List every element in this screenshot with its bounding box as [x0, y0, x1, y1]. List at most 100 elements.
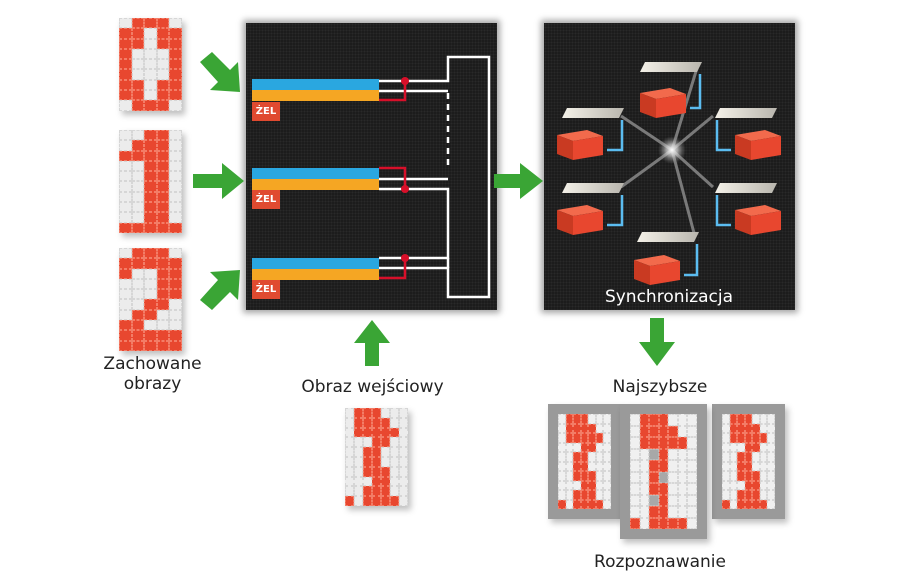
pixel-on [381, 417, 390, 428]
pixel-on [381, 466, 390, 477]
pixel-on [390, 496, 399, 506]
pixel-off [687, 425, 697, 437]
pixel-off [588, 452, 596, 462]
pixel-on [169, 79, 182, 91]
pixel-off [767, 423, 775, 433]
pixel-on [744, 471, 752, 481]
pixel-off [131, 160, 145, 172]
pixel-on [588, 423, 596, 433]
pixel-on [131, 340, 145, 351]
pixel-off [603, 461, 611, 471]
pixel-on [169, 222, 182, 233]
pixel-off [131, 278, 145, 290]
pixel-on [156, 100, 170, 111]
feedback-nodes [401, 77, 409, 262]
pixel-on [759, 499, 767, 509]
pixel-off [677, 494, 687, 506]
pixel-off [603, 499, 611, 509]
pixel-on [156, 140, 170, 151]
input-image-text: Obraz wejściowy [301, 377, 444, 397]
gel-badge-3: ŻEL [252, 280, 280, 299]
sync-connector-arrow [690, 74, 702, 110]
pixel-off [565, 452, 573, 462]
pixel-on [156, 212, 170, 223]
pixel-on [363, 456, 372, 467]
pixel-on [169, 69, 182, 80]
sync-plate [640, 62, 702, 72]
pixel-off [722, 414, 730, 424]
pixel-on [649, 460, 659, 472]
sync-plate [715, 183, 777, 193]
sync-connector-arrow [715, 195, 731, 227]
pixel-on [737, 490, 745, 500]
pixel-off [630, 448, 640, 460]
pixel-off [345, 437, 354, 448]
pixel-off [119, 140, 132, 151]
pixel-off [639, 471, 649, 483]
pixel-on [363, 466, 372, 477]
pixel-off [603, 452, 611, 462]
pixel-off [687, 506, 697, 518]
pixel-on [649, 483, 659, 495]
pixel-on [372, 437, 381, 448]
pixel-off [737, 442, 745, 452]
pixel-on [119, 268, 132, 279]
pixel-on [658, 448, 668, 460]
pixel-off [588, 414, 596, 424]
pixel-off [722, 442, 730, 452]
pixel-on [156, 191, 170, 203]
sync-label: Synchronizacja [605, 287, 733, 307]
pixel-off [752, 414, 760, 424]
stored-images-text: Zachowane obrazy [103, 354, 202, 394]
pixel-off [131, 48, 145, 60]
pixel-on [668, 425, 678, 437]
pixel-on [119, 79, 132, 91]
recognition-result-left [548, 404, 621, 519]
pixel-off [565, 442, 573, 452]
pixel-off [759, 490, 767, 500]
pixel-on [737, 471, 745, 481]
pixel-on [156, 18, 170, 29]
recognition-result-right [712, 404, 785, 519]
pixel-on [639, 437, 649, 449]
pixel-on [580, 471, 588, 481]
pixel-on [649, 517, 659, 529]
sync-block [640, 88, 686, 118]
coupling-wires [379, 55, 491, 299]
pixel-off [677, 471, 687, 483]
pixel-off [639, 506, 649, 518]
pixel-on [156, 289, 170, 300]
sync-node [715, 183, 781, 235]
pixel-off [687, 414, 697, 426]
pixel-on [156, 171, 170, 182]
pixel-on [630, 517, 640, 529]
pixel-off [119, 100, 132, 111]
pixel-off [558, 452, 566, 462]
sync-node [557, 108, 624, 160]
pixel-on [119, 28, 132, 39]
pixel-off [722, 471, 730, 481]
pixel-on [144, 18, 157, 29]
recognition-text: Rozpoznawanie [594, 552, 726, 572]
pixel-off [767, 461, 775, 471]
pixel-on [169, 59, 182, 70]
sync-nodes [557, 62, 781, 285]
pixel-off [668, 448, 678, 460]
pixel-off [144, 90, 157, 101]
pixel-off [558, 490, 566, 500]
pixel-off [144, 289, 157, 300]
pixel-on [144, 100, 157, 111]
pixel-on [580, 499, 588, 509]
pixel-off [603, 414, 611, 424]
pixel-on [169, 330, 182, 341]
pixel-on [649, 414, 659, 426]
pixel-off [131, 191, 145, 203]
sync-center-glow [658, 136, 686, 164]
pixel-on [169, 278, 182, 290]
pixel-off [119, 289, 132, 300]
pixel-on [144, 140, 157, 151]
pixel-off [767, 480, 775, 490]
pixel-off [687, 460, 697, 472]
pixel-on [156, 299, 170, 310]
pixel-off [390, 437, 399, 448]
